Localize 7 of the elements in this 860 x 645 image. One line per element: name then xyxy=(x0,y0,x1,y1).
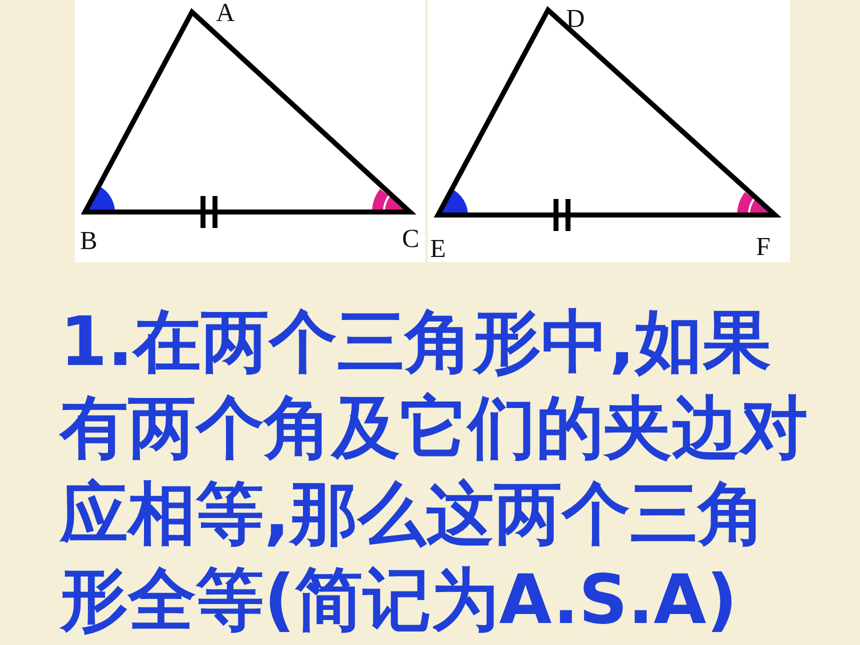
vertex-label: D xyxy=(566,6,585,32)
vertex-label: E xyxy=(430,236,446,262)
vertex-label: C xyxy=(402,226,420,252)
theorem-text: 1.在两个三角形中,如果有两个角及它们的夹边对应相等,那么这两个三角形全等(简记为A.S.A) xyxy=(60,302,809,642)
vertex-label: A xyxy=(216,0,235,26)
vertex-label: F xyxy=(756,234,770,260)
vertex-label: B xyxy=(80,228,98,254)
